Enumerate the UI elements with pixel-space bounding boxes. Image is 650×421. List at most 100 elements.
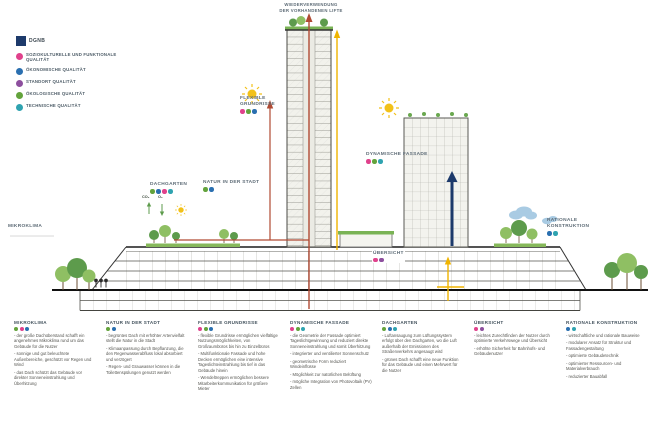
legend-label: STANDORT QUALITÄT — [26, 79, 76, 85]
quality-dot-icon — [372, 159, 377, 164]
column-quality-dots — [290, 326, 372, 331]
quality-dot-icon — [378, 159, 383, 164]
quality-dot-icon — [474, 326, 478, 331]
co2-label: CO₂ — [142, 195, 150, 199]
legend-label: TECHNISCHE QUALITÄT — [26, 103, 81, 109]
bullet-text: - flexible Grundrisse ermöglichen vielfä… — [198, 333, 278, 349]
label-rationale-konstruktion: RATIONALE KONSTRUKTION — [547, 218, 589, 236]
top-annotation: WIEDERVERWENDUNG DER VORHANDENEN LIFTE — [256, 2, 366, 13]
quality-dots — [547, 231, 589, 236]
trees-left — [55, 258, 96, 290]
quality-dot-icon — [16, 52, 23, 60]
top-annotation-line2: DER VORHANDENEN LIFTE — [279, 7, 343, 13]
legend-item: STANDORT QUALITÄT — [16, 79, 128, 87]
quality-dot-icon — [295, 326, 300, 331]
bullet-text: - Luftansaugung zum Lüftungssystem erfol… — [382, 333, 457, 355]
info-column-mikroklima: MIKROKLIMA - der große Dachüberstand sch… — [14, 320, 96, 388]
quality-dot-icon — [209, 326, 213, 331]
bullet-text: - der große Dachüberstand schafft ein an… — [14, 333, 85, 349]
quality-dot-icon — [479, 326, 484, 331]
people-icons — [94, 278, 108, 288]
legend-item: ÖKONOMISCHE QUALITÄT — [16, 67, 128, 75]
bullet-text: - reduzierter Bauabfall — [566, 373, 608, 379]
label-text: NATUR IN DER STADT — [203, 180, 260, 185]
quality-dots — [150, 189, 187, 194]
quality-dot-icon — [382, 326, 386, 331]
quality-dots — [203, 187, 259, 192]
quality-dot-icon — [379, 257, 384, 263]
quality-dot-icon — [240, 109, 245, 114]
quality-dot-icon — [373, 257, 378, 263]
label-mikroklima: MIKROKLIMA — [8, 224, 42, 230]
trees-far-right — [604, 253, 648, 290]
bullet-text: - optimierte Gebäudetechnik — [566, 353, 619, 359]
column-title: FLEXIBLE GRUNDRISSE — [198, 320, 258, 325]
quality-dot-icon — [301, 326, 305, 331]
bullet-text: - begrüntes Dach mit erhöhter Artenvielf… — [106, 333, 185, 344]
quality-dot-icon — [16, 79, 23, 87]
quality-dot-icon — [246, 109, 251, 114]
daylight-arrow-yellow — [333, 29, 464, 301]
column-quality-dots — [382, 326, 464, 331]
quality-dot-icon — [571, 326, 576, 331]
quality-dot-icon — [290, 326, 294, 331]
quality-dot-icon — [252, 109, 257, 114]
dgnb-logo-text: DGNB — [29, 38, 46, 44]
bullet-text: - die Geometrie der Fassade optimiert Ta… — [290, 333, 371, 349]
deck-pavilion — [338, 231, 394, 248]
office-roof-plants — [408, 112, 468, 117]
label-dynamische-fassade: DYNAMISCHE FASSADE — [366, 152, 428, 164]
label-text: GRUNDRISSE — [240, 101, 275, 107]
legend-item: ÖKOLOGISCHE QUALITÄT — [16, 91, 128, 99]
o2-label: O₂ — [158, 195, 163, 199]
quality-dot-icon — [203, 326, 208, 331]
column-bullets: - flexible Grundrisse ermöglichen vielfä… — [198, 333, 280, 392]
label-dachgarten: DACHGARTEN — [150, 182, 187, 194]
quality-dot-icon — [156, 189, 161, 194]
label-text: KONSTRUKTION — [547, 223, 590, 229]
label-uebersicht: ÜBERSICHT — [372, 250, 405, 263]
quality-dot-icon — [168, 189, 173, 194]
label-text: MIKROKLIMA — [8, 224, 43, 229]
quality-dot-icon — [209, 187, 214, 192]
column-quality-dots — [106, 326, 188, 331]
column-title: DYNAMISCHE FASSADE — [290, 320, 350, 325]
info-column-uebersicht: ÜBERSICHT - leichtes Zurechtfinden der N… — [474, 320, 556, 359]
label-flexible-grundrisse: FLEXIBLE GRUNDRISSE — [240, 96, 275, 114]
legend-item: TECHNISCHE QUALITÄT — [16, 103, 128, 111]
bullet-text: - erhöhte Sicherheit für Bahnhofs- und G… — [474, 345, 545, 357]
underground-station — [79, 290, 581, 311]
cloud-icon — [509, 206, 558, 225]
bullet-text: - integrierter und ventilierter Sonnensc… — [290, 351, 369, 357]
quality-dot-icon — [566, 326, 570, 331]
legend: DGNB SOZIOKULTURELLE UND FUNKTIONALE QUA… — [16, 36, 128, 111]
trees-right-deck — [500, 220, 538, 243]
legend-label: ÖKOLOGISCHE QUALITÄT — [26, 91, 86, 97]
bullet-text: - grünes Dach schafft eine neue Funktion… — [382, 356, 459, 373]
label-text: FLEXIBLE — [240, 96, 266, 101]
quality-dots — [366, 159, 428, 164]
quality-dot-icon — [393, 326, 397, 331]
info-column-rationale-konstruktion: RATIONALE KONSTRUKTION - wirtschaftliche… — [566, 320, 648, 381]
quality-dot-icon — [150, 189, 155, 194]
info-column-natur-in-der-stadt: NATUR IN DER STADT - begrüntes Dach mit … — [106, 320, 188, 377]
label-text: DACHGARTEN — [150, 182, 188, 187]
label-text: ÜBERSICHT — [373, 250, 404, 256]
bullet-text: - Klimaanpassung durch Bepflanzung, die … — [106, 345, 184, 362]
column-title: MIKROKLIMA — [14, 320, 47, 325]
bullet-text: - mögliche Integration von Photovoltaik … — [290, 379, 372, 390]
bullet-text: - das Dach schützt das Gebäude vor direk… — [14, 369, 82, 386]
quality-dot-icon — [111, 326, 116, 331]
column-bullets: - der große Dachüberstand schafft ein an… — [14, 333, 96, 386]
sun-icon — [378, 97, 400, 119]
column-quality-dots — [474, 326, 556, 331]
bullet-text: - modularer Ansatz für Struktur und Fass… — [566, 340, 632, 351]
column-title: RATIONALE KONSTRUKTION — [566, 320, 638, 325]
bullet-text: - leichtes Zurechtfinden der Nutzer durc… — [474, 333, 550, 344]
column-quality-dots — [198, 326, 280, 331]
label-text: RATIONALE — [547, 218, 578, 223]
legend-label: SOZIOKULTURELLE UND FUNKTIONALE QUALITÄT — [26, 52, 117, 63]
column-title: DACHGARTEN — [382, 320, 418, 325]
bullet-text: - optimierter Ressourcen- und Materialve… — [566, 360, 622, 372]
